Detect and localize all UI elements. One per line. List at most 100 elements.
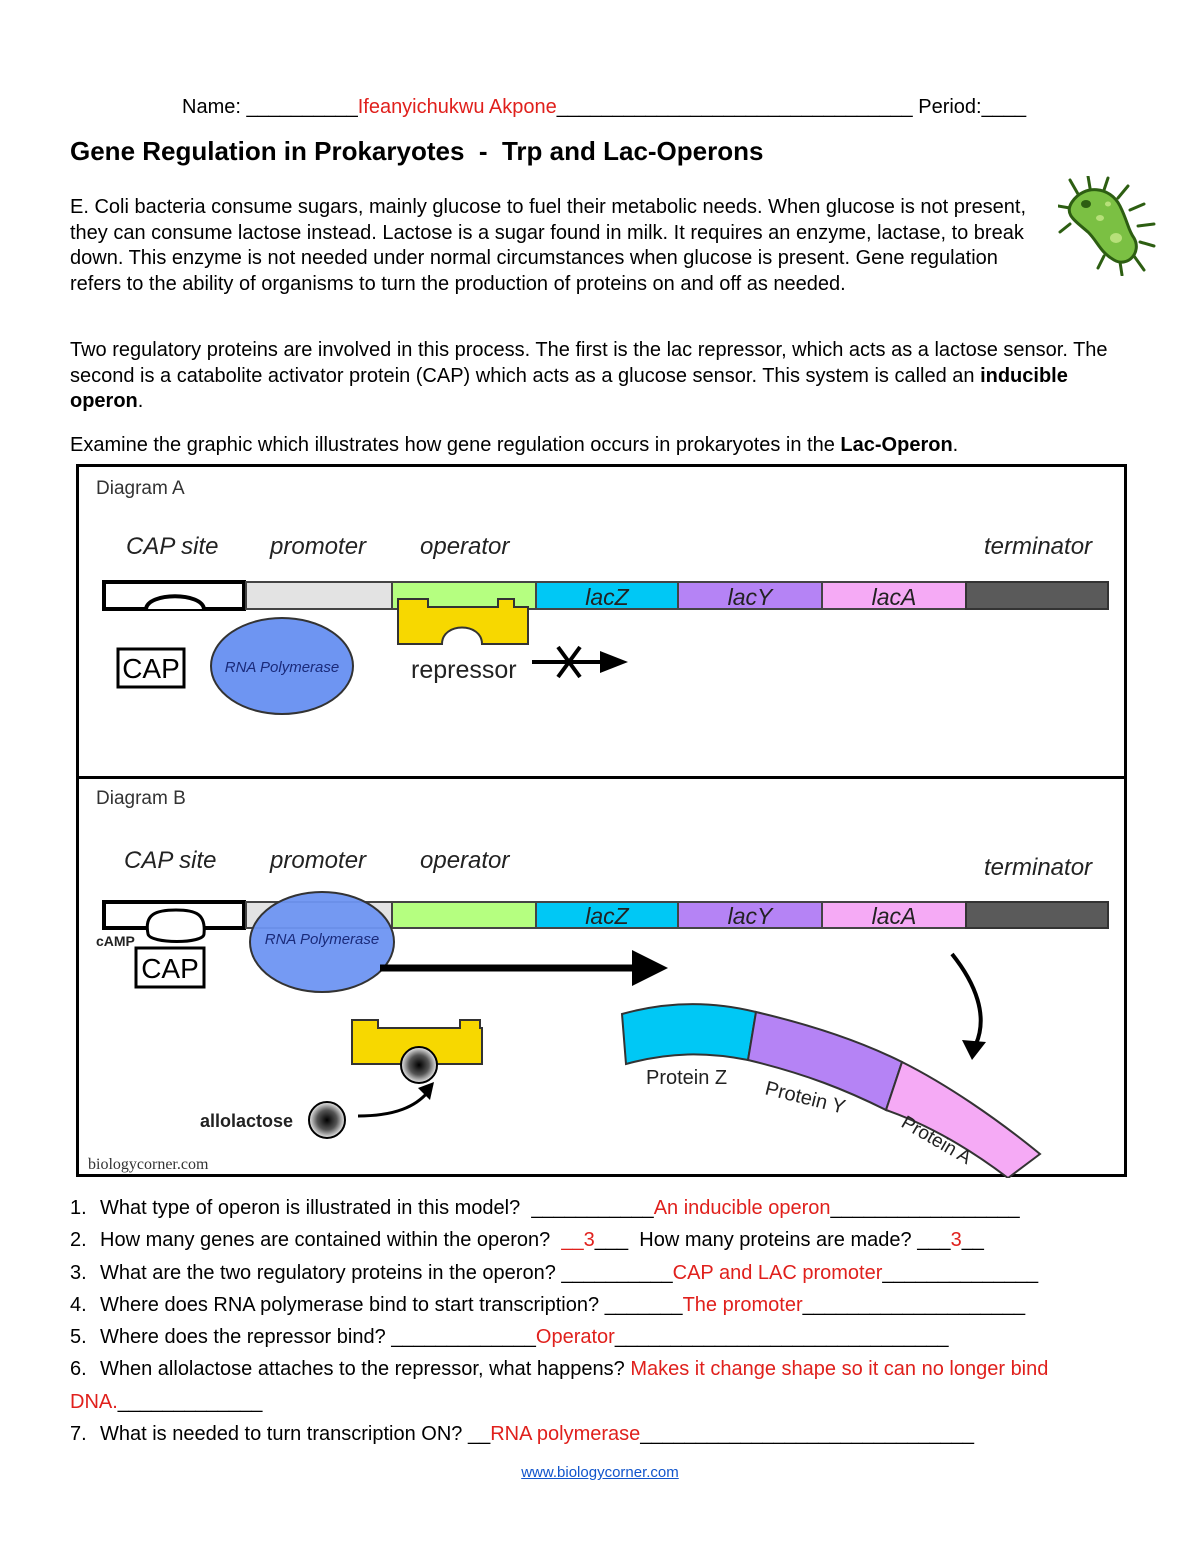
answer-text-2[interactable]: 3	[950, 1229, 962, 1252]
diagram-credit: biologycorner.com	[88, 1156, 209, 1173]
translation-arrow	[950, 952, 983, 1045]
examine-paragraph: Examine the graphic which illustrates ho…	[70, 433, 1140, 459]
answer-text[interactable]: 3	[583, 1229, 595, 1252]
footer-link[interactable]: www.biologycorner.com	[521, 1464, 679, 1481]
question-2: 2. How many genes are contained within th…	[70, 1224, 1140, 1256]
question-7: 7. What is needed to turn transcription O…	[70, 1418, 1140, 1450]
answer-text[interactable]: CAP and LAC promoter	[672, 1261, 883, 1284]
answer-blank: ____________________	[802, 1293, 1026, 1316]
rna-polymerase-label: RNA Polymerase	[225, 659, 339, 676]
lacy-gene-b	[677, 901, 823, 929]
answer-text[interactable]: RNA polymerase	[490, 1423, 641, 1446]
answer-blank: ______________	[882, 1261, 1039, 1284]
paragraph-text: Examine the graphic which illustrates ho…	[70, 434, 841, 456]
allolactose-arrow	[357, 1091, 430, 1118]
name-blank-after: ________________________________	[556, 96, 913, 118]
question-number: 4.	[70, 1293, 87, 1316]
diagram-a-label: Diagram A	[96, 478, 185, 499]
operator-segment-b	[391, 901, 537, 929]
diagram-b-label: Diagram B	[96, 788, 186, 809]
terminator-label: terminator	[984, 533, 1093, 560]
answer-blank: ___	[917, 1229, 951, 1252]
blocked-transcription-arrow	[532, 645, 628, 679]
lacz-gene-b	[535, 901, 679, 929]
question-text: Where does the repressor bind?	[100, 1326, 392, 1349]
repressor-shape	[397, 598, 529, 645]
question-6: 6.When allolactose attaches to the repre…	[70, 1353, 1140, 1418]
question-text: How many genes are contained within the …	[100, 1229, 562, 1252]
lacz-label: lacZ	[585, 584, 629, 610]
terminator-label-b: terminator	[984, 854, 1093, 881]
paragraph-end: .	[137, 390, 144, 413]
question-5: 5.Where does the repressor bind? _______…	[70, 1321, 1140, 1353]
question-number: 7.	[70, 1423, 87, 1446]
laca-label-b: lacA	[872, 903, 917, 929]
question-text: What is needed to turn transcription ON?	[100, 1423, 468, 1446]
allolactose-label: allolactose	[200, 1111, 293, 1131]
answer-text[interactable]: The promoter	[682, 1293, 803, 1316]
cap-protein	[116, 647, 186, 689]
answer-blank: _________________	[830, 1197, 1020, 1219]
promoter-label-b: promoter	[269, 847, 367, 874]
laca-gene-b	[821, 901, 967, 929]
lacz-gene	[535, 581, 679, 610]
cap-site-label-b: CAP site	[124, 847, 216, 874]
name-blank-before: __________	[246, 96, 358, 118]
answer-blank: ___________	[531, 1197, 654, 1219]
terminator-segment-b	[965, 901, 1109, 929]
answer-blank: __________	[561, 1261, 673, 1284]
answer-text[interactable]: Makes it change shape so it can no longe…	[70, 1358, 1049, 1413]
question-text: Where does RNA polymerase bind to start …	[100, 1293, 605, 1316]
question-number: 1.	[70, 1197, 87, 1219]
released-repressor	[351, 1019, 483, 1065]
question-list: 1. What type of operon is illustrated in …	[70, 1192, 1140, 1450]
answer-text[interactable]: An inducible operon	[653, 1197, 831, 1219]
intro-paragraph: E. Coli bacteria consume sugars, mainly …	[70, 196, 1027, 296]
question-1: 1. What type of operon is illustrated in …	[70, 1192, 1140, 1224]
page-title: Gene Regulation in Prokaryotes - Trp and…	[70, 136, 764, 166]
camp-molecule	[145, 908, 206, 943]
lac-operon-diagram: Diagram A CAP site promoter operator ter…	[76, 464, 1127, 1178]
inducible-operon-term: inducible operon	[70, 364, 1068, 413]
paragraph-text: Two regulatory proteins are involved in …	[70, 339, 1108, 387]
cap-site-label: CAP site	[126, 533, 218, 560]
answer-blank: __	[961, 1229, 984, 1252]
cap-label-b: CAP	[141, 953, 199, 984]
operator-label: operator	[420, 533, 510, 560]
answer-text[interactable]: Operator	[535, 1326, 615, 1349]
question-text: What type of operon is illustrated in th…	[100, 1197, 532, 1219]
answer-blank: _____________	[117, 1390, 263, 1413]
question-text-2: How many proteins are made?	[628, 1229, 918, 1252]
laca-gene	[821, 581, 967, 610]
rna-polymerase-label-b: RNA Polymerase	[265, 931, 379, 948]
cap-label: CAP	[122, 653, 180, 684]
protein-z	[620, 1003, 758, 1066]
lac-operon-term: Lac-Operon	[840, 434, 953, 456]
period-blank[interactable]: ____	[981, 96, 1027, 118]
answer-blank: __	[467, 1423, 491, 1446]
repressor-label: repressor	[411, 656, 517, 684]
diagram-a-panel	[76, 464, 1127, 779]
lacy-gene	[677, 581, 823, 610]
question-4: 4. Where does RNA polymerase bind to star…	[70, 1289, 1140, 1321]
question-number: 3.	[70, 1261, 87, 1284]
answer-blank: ___	[594, 1229, 629, 1252]
bacteria-icon	[1058, 176, 1156, 276]
allolactose-molecule	[308, 1101, 346, 1139]
lacy-label: lacY	[728, 584, 774, 610]
laca-label: lacA	[872, 584, 917, 610]
promoter-segment	[245, 581, 393, 610]
name-period-line: Name: __________Ifeanyichukwu Akpone____…	[182, 96, 1026, 119]
regulatory-proteins-paragraph: Two regulatory proteins are involved in …	[70, 338, 1140, 415]
question-number: 2.	[70, 1229, 87, 1252]
lacz-label-b: lacZ	[585, 903, 629, 929]
answer-blank: ______________________________	[640, 1423, 974, 1446]
cap-protein-b	[134, 946, 206, 989]
promoter-label: promoter	[269, 533, 367, 560]
lacy-label-b: lacY	[728, 903, 774, 929]
rna-polymerase-b	[249, 891, 395, 993]
student-name[interactable]: Ifeanyichukwu Akpone	[357, 96, 557, 118]
name-label: Name:	[182, 96, 247, 118]
answer-blank: __	[561, 1229, 584, 1252]
question-text: What are the two regulatory proteins in …	[100, 1261, 562, 1284]
